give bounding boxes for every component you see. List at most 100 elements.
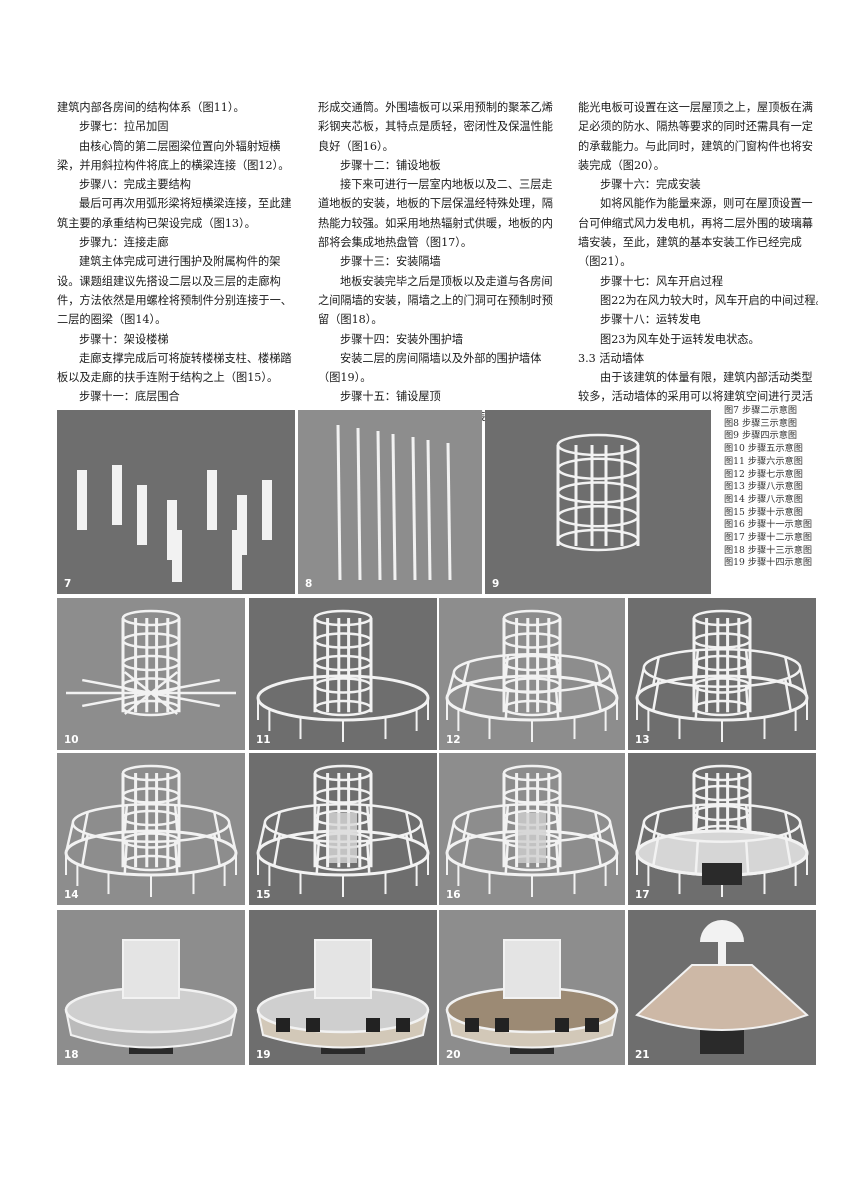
post [207, 470, 217, 530]
figure-number: 20 [446, 1049, 461, 1061]
window [366, 1018, 380, 1032]
text-line: 步骤八：完成主要结构 [79, 178, 191, 192]
text-line: 较多，活动墙体的采用可以将建筑空间进行灵活 [578, 390, 813, 404]
figure-21-drawing [635, 920, 809, 1054]
legend-item: 图17 步骤十二示意图 [724, 532, 813, 544]
figure-number: 7 [64, 578, 72, 590]
figure-number: 18 [64, 1049, 79, 1061]
figure-16-drawing [445, 764, 619, 897]
figure-17-drawing [635, 764, 809, 897]
text-line: 走廊支撑完成后可将旋转楼梯支柱、楼梯踏 [79, 351, 292, 365]
figure-legend: 图7 步骤二示意图图8 步骤三示意图图9 步骤四示意图图10 步骤五示意图图11… [724, 405, 834, 570]
figure-16: 16 [439, 753, 625, 905]
figure-number: 14 [64, 889, 79, 901]
legend-item: 图15 步骤十示意图 [724, 506, 803, 518]
figure-21: 21 [628, 910, 816, 1065]
window [585, 1018, 599, 1032]
outer-ring [445, 653, 619, 742]
turbine-mast [718, 940, 726, 966]
figure-13-drawing [635, 609, 809, 742]
figure-12: 12 [439, 598, 625, 750]
figure-11: 11 [249, 598, 437, 750]
window [495, 1018, 509, 1032]
text-line: 步骤十：架设楼梯 [79, 332, 169, 346]
figure-15-drawing [256, 764, 430, 897]
text-line: 良好（图16）。 [318, 139, 394, 153]
radial-beam [123, 671, 152, 694]
figure-number: 10 [64, 734, 79, 746]
radial-beam [150, 671, 179, 694]
text-column-1: 建筑内部各房间的结构体系（图11）。步骤七：拉吊加固由核心筒的第二层圈梁位置向外… [57, 98, 297, 426]
window [396, 1018, 410, 1032]
legend-item: 图19 步骤十四示意图 [724, 557, 813, 569]
figure-10-drawing [66, 609, 236, 717]
outer-ring [64, 803, 238, 897]
column [411, 436, 417, 581]
text-line: 步骤十一：底层围合 [79, 390, 180, 404]
core-frame [502, 609, 562, 717]
figure-number: 12 [446, 734, 461, 746]
base [700, 1030, 744, 1054]
text-line: 步骤十二：铺设地板 [340, 158, 441, 172]
upper-core [503, 939, 561, 999]
text-line: 步骤九：连接走廊 [79, 236, 169, 250]
text-line: （图21）。 [578, 255, 632, 269]
column [376, 430, 382, 581]
figure-11-drawing [256, 609, 430, 742]
post [237, 495, 247, 555]
text-line: 板以及走廊的扶手连附于结构之上（图15）。 [57, 371, 279, 385]
window [276, 1018, 290, 1032]
figure-number: 8 [305, 578, 313, 590]
figure-19: 19 [249, 910, 437, 1065]
text-line: 留（图18）。 [318, 313, 383, 327]
legend-item: 图14 步骤八示意图 [724, 493, 803, 505]
core-frame [313, 609, 373, 717]
text-line: 的承载能力。与此同时，建筑的门窗构件也将安 [578, 139, 813, 153]
post [172, 530, 182, 582]
window [465, 1018, 479, 1032]
text-line: 道地板的安装，地板的下层保温经特殊处理，隔 [318, 197, 553, 211]
legend-item: 图9 步骤四示意图 [724, 430, 798, 442]
figure-18: 18 [57, 910, 245, 1065]
base [702, 863, 742, 885]
text-line: 设。课题组建议先搭设二层以及三层的走廊构 [57, 274, 281, 288]
text-column-3: 能光电板可设置在这一层屋顶之上，屋顶板在满足必须的防水、隔热等要求的同时还需具有… [578, 98, 818, 407]
figure-9: 9 [485, 410, 711, 594]
figure-13: 13 [628, 598, 816, 750]
text-line: 之间隔墙的安装，隔墙之上的门洞可在预制时预 [318, 293, 553, 307]
text-line: 足必须的防水、隔热等要求的同时还需具有一定 [578, 120, 813, 134]
figure-12-drawing [445, 609, 619, 742]
radial-beam [150, 692, 179, 715]
window [555, 1018, 569, 1032]
figure-20: 20 [439, 910, 625, 1065]
figure-9-drawing [556, 433, 640, 552]
core-frame [121, 609, 181, 717]
text-line: （图19）。 [318, 371, 372, 385]
text-line: 装完成（图20）。 [578, 158, 665, 172]
text-line: 墙安装，至此，建筑的基本安装工作已经完成 [578, 236, 802, 250]
upper-core [314, 939, 372, 999]
text-line: 建筑内部各房间的结构体系（图11）。 [57, 101, 245, 114]
text-line: 热能力较强。如采用地热辐射式供暖，地板的内 [318, 216, 553, 230]
column [391, 433, 397, 581]
figure-number: 15 [256, 889, 271, 901]
text-line: 步骤十七：风车开启过程 [600, 274, 724, 288]
outer-ring [256, 674, 430, 742]
figure-number: 13 [635, 734, 650, 746]
figure-8: 8 [298, 410, 482, 594]
figure-number: 9 [492, 578, 500, 590]
outer-ring [635, 803, 809, 897]
upper-core [122, 939, 180, 999]
column [446, 442, 452, 581]
figure-number: 21 [635, 1049, 650, 1061]
figure-number: 17 [635, 889, 650, 901]
figure-8-drawing [336, 424, 452, 581]
text-line: 地板安装完毕之后是顶板以及走道与各房间 [340, 274, 553, 288]
radial-beam [82, 678, 152, 695]
text-line: 筑主要的承重结构已架设完成（图13）。 [57, 216, 256, 230]
roof-cone [635, 964, 809, 1031]
text-line: 安装二层的房间隔墙以及外部的围护墙体 [340, 351, 542, 365]
stair-core [329, 813, 357, 863]
text-line: 最后可再次用弧形梁将短横梁连接，至此建 [79, 197, 292, 211]
core-frame [121, 764, 181, 872]
